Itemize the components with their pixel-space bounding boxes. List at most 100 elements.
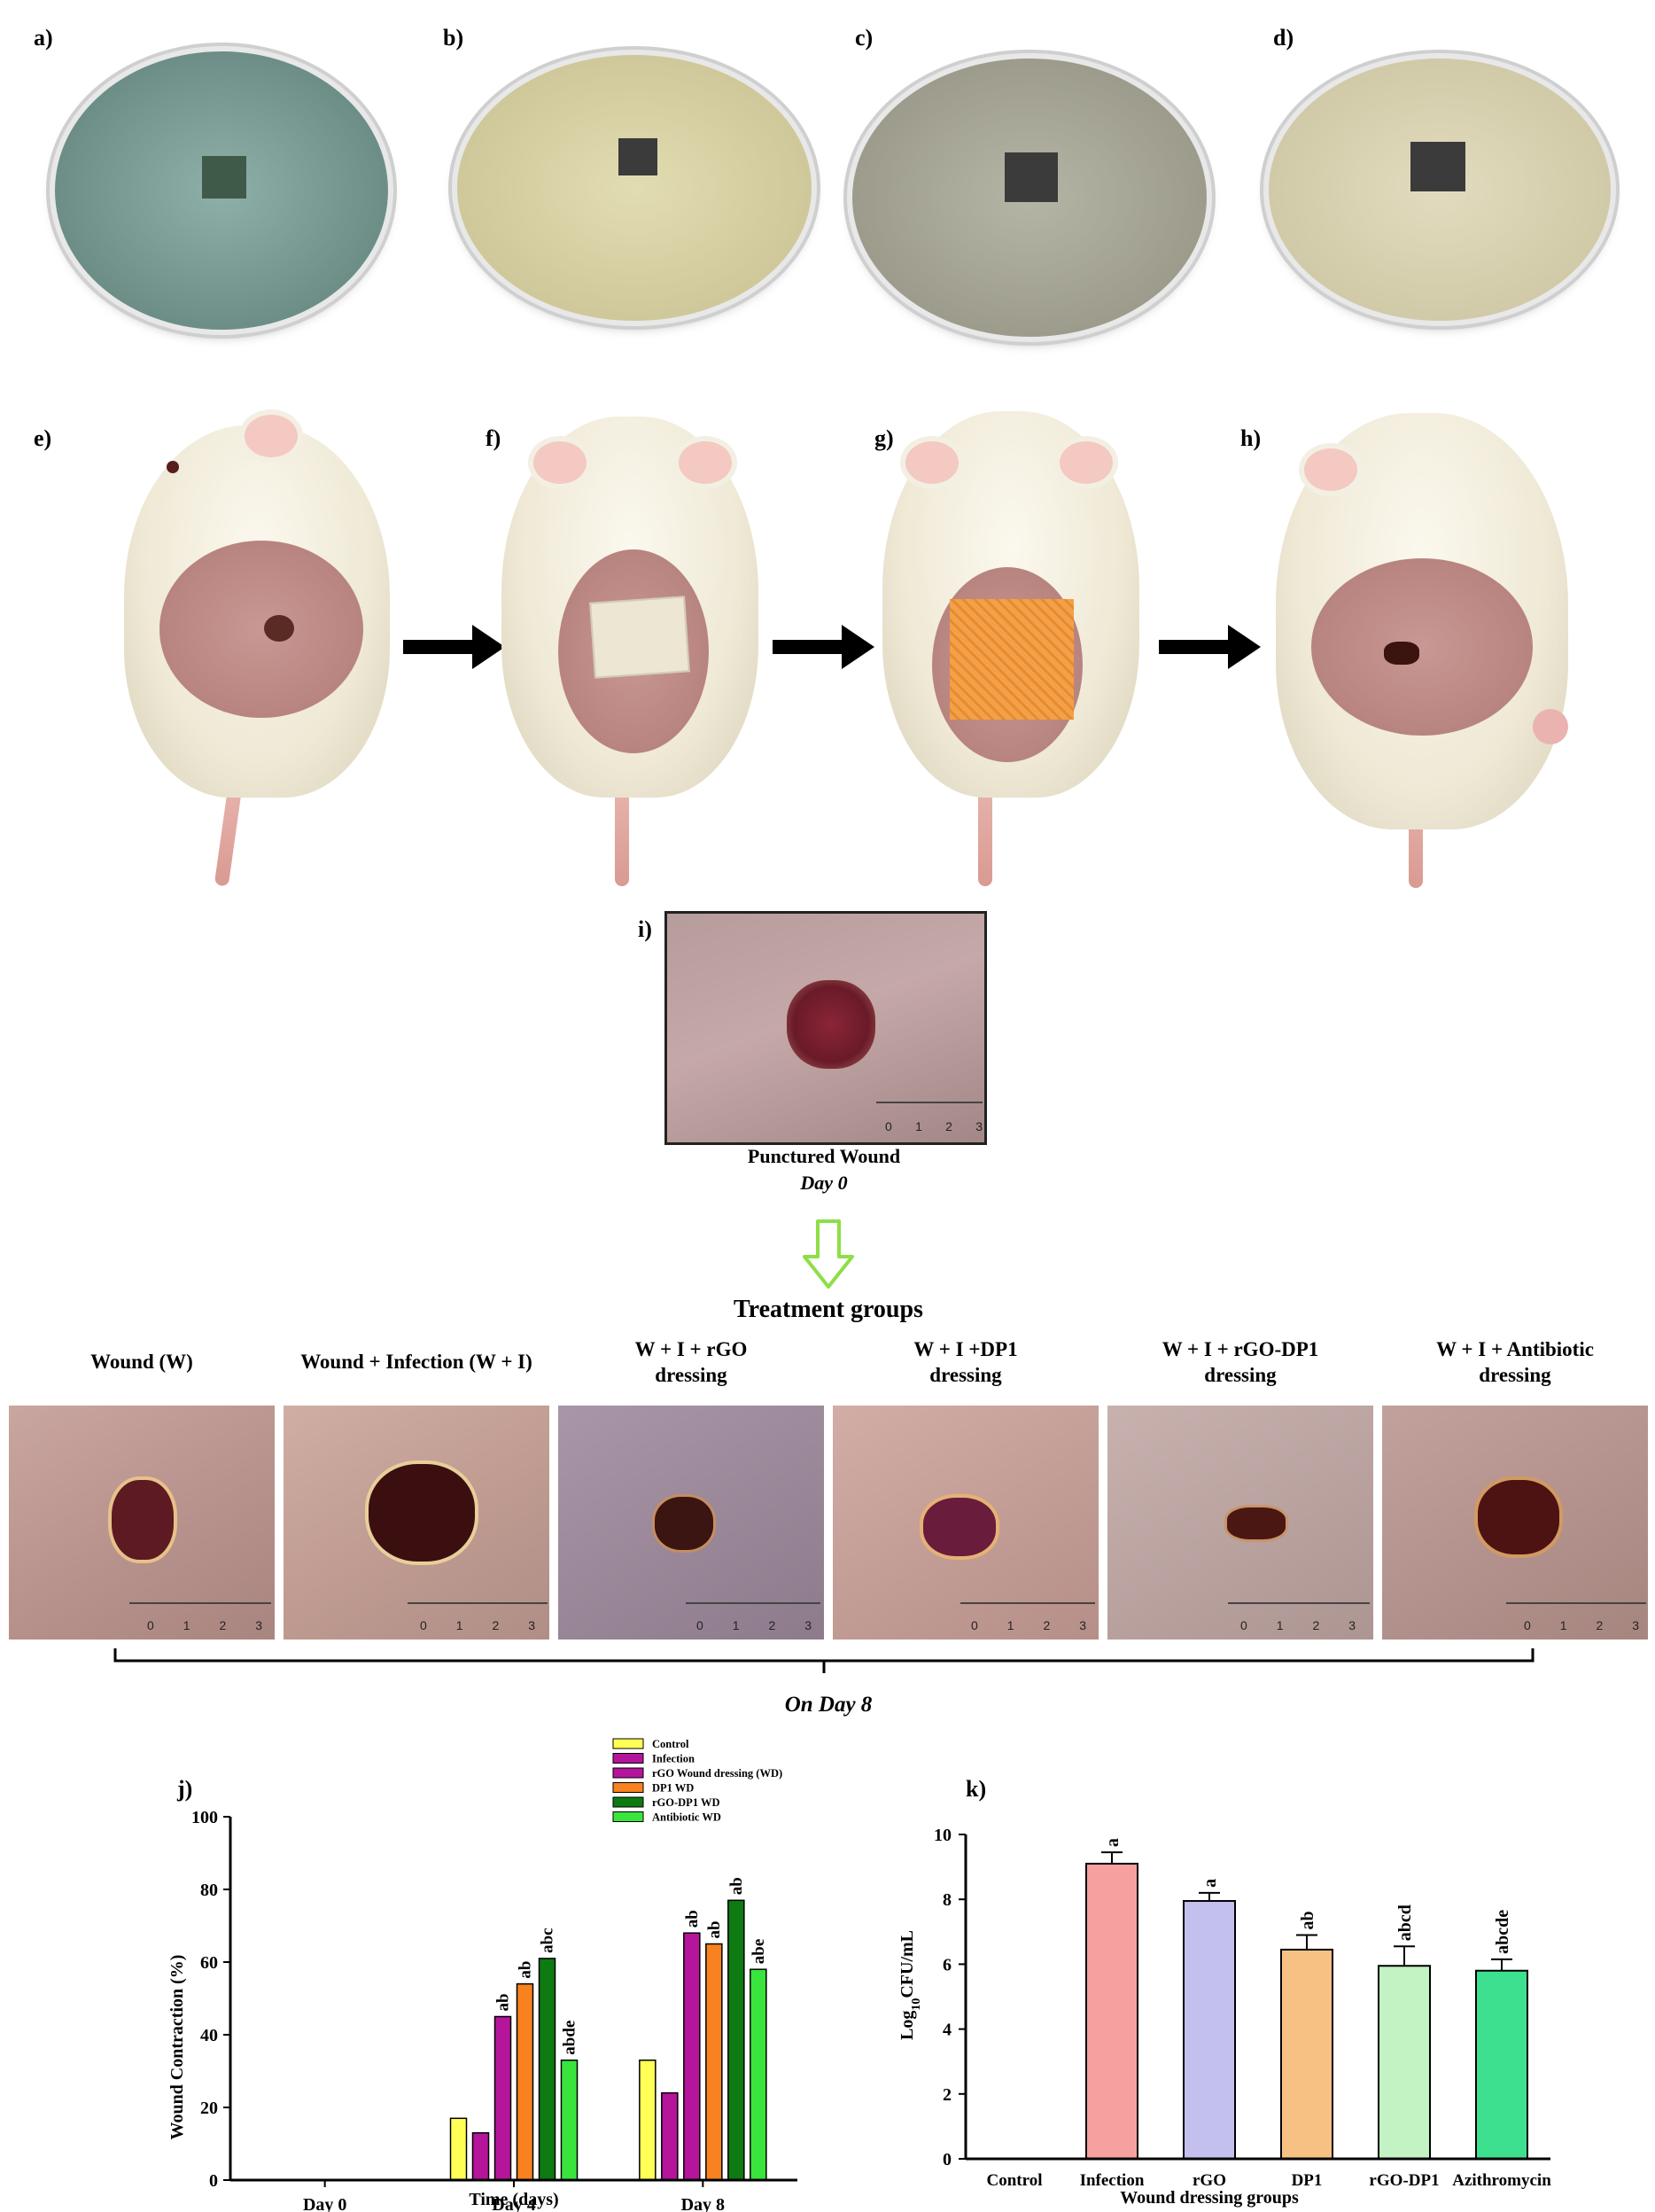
j-x-tick-label: Day 4 xyxy=(492,2195,535,2212)
down-arrow-icon xyxy=(803,1219,854,1289)
panel-label-i: i) xyxy=(638,916,652,942)
j-bar xyxy=(750,1968,767,2181)
j-y-tick-label: 80 xyxy=(200,1881,218,1900)
k-y-tick-label: 2 xyxy=(943,2085,952,2105)
j-legend-swatch xyxy=(612,1753,644,1764)
k-x-tick-label: rGO xyxy=(1193,2171,1226,2190)
j-significance-label: ab xyxy=(705,1920,724,1938)
j-y-tick-label: 60 xyxy=(200,1953,218,1973)
panel-label-a: a) xyxy=(34,25,53,51)
petri-dish-b xyxy=(457,55,812,321)
j-significance-label: abc xyxy=(539,1928,557,1953)
j-y-tick-label: 20 xyxy=(200,2099,218,2118)
k-significance-label: a xyxy=(1200,1879,1220,1888)
j-legend-swatch xyxy=(612,1796,644,1808)
j-legend-swatch xyxy=(612,1767,644,1779)
j-x-axis-label: Time (days) xyxy=(469,2190,558,2209)
j-x-tick-label: Day 8 xyxy=(681,2195,725,2212)
j-x-tick-label: Day 0 xyxy=(303,2195,346,2212)
orange-dressing-patch xyxy=(950,599,1074,720)
j-bar xyxy=(471,2131,490,2181)
j-significance-label: ab xyxy=(494,1993,513,2011)
j-bar xyxy=(449,2117,468,2181)
panel-label-d: d) xyxy=(1273,25,1294,51)
j-bar xyxy=(538,1958,556,2181)
group-title-wound-infection: Wound + Infection (W + I) xyxy=(300,1351,532,1373)
on-day-label: On Day 8 xyxy=(784,1693,873,1717)
group-title-wound: Wound (W) xyxy=(90,1351,193,1373)
panel-label-b: b) xyxy=(443,25,464,51)
k-significance-label: ab xyxy=(1298,1911,1317,1929)
treatment-groups-title: Treatment groups xyxy=(734,1296,923,1323)
right-arrow-icon xyxy=(773,625,874,669)
wound-caption: Punctured Wound xyxy=(747,1145,901,1167)
k-x-tick-label: rGO-DP1 xyxy=(1369,2171,1439,2190)
k-y-tick-label: 6 xyxy=(943,1955,952,1974)
k-y-axis-label: Log10CFU/mL xyxy=(897,1930,923,2040)
k-y-tick-label: 8 xyxy=(943,1890,952,1910)
k-x-axis-label: Wound dressing groups xyxy=(1120,2188,1299,2208)
j-bar xyxy=(639,2059,657,2181)
right-arrow-icon xyxy=(403,625,505,669)
cotton-dressing-patch xyxy=(589,596,690,679)
k-significance-label: a xyxy=(1103,1838,1123,1847)
j-legend-swatch xyxy=(612,1782,644,1793)
petri-dish-d xyxy=(1269,58,1611,321)
j-bar xyxy=(493,2015,512,2181)
j-legend-label: rGO-DP1 WD xyxy=(652,1796,720,1809)
j-significance-label: ab xyxy=(727,1877,746,1895)
k-x-tick-label: DP1 xyxy=(1292,2171,1323,2190)
j-significance-label: abde xyxy=(561,2021,579,2055)
panel-label-c: c) xyxy=(855,25,874,51)
dressing-patch xyxy=(202,156,246,199)
j-legend-label: Control xyxy=(652,1738,689,1750)
j-bar xyxy=(661,2091,679,2181)
petri-dish-a xyxy=(55,51,388,330)
k-bar xyxy=(1183,1900,1236,2160)
j-legend-swatch xyxy=(612,1811,644,1822)
j-bar xyxy=(683,1932,701,2181)
j-legend-swatch xyxy=(612,1738,644,1749)
j-significance-label: ab xyxy=(683,1910,702,1928)
k-bar xyxy=(1475,1969,1528,2160)
j-legend-label: rGO Wound dressing (WD) xyxy=(652,1767,782,1780)
k-bar xyxy=(1280,1948,1333,2160)
j-bar xyxy=(705,1943,723,2181)
j-y-axis-label: Wound Contraction (%) xyxy=(167,1955,187,2140)
inhibition-zone-patch xyxy=(618,138,657,175)
j-significance-label: ab xyxy=(517,1961,535,1979)
j-legend-label: DP1 WD xyxy=(652,1782,694,1795)
k-y-tick-label: 10 xyxy=(934,1826,952,1845)
panel-label-f: f) xyxy=(486,425,501,451)
right-arrow-icon xyxy=(1159,625,1261,669)
j-legend-label: Antibiotic WD xyxy=(652,1811,721,1824)
panel-label-g: g) xyxy=(874,425,894,451)
j-significance-label: abe xyxy=(750,1939,768,1965)
j-y-tick-label: 100 xyxy=(191,1808,218,1827)
k-y-tick-label: 4 xyxy=(943,2021,952,2040)
day-label: Day 0 xyxy=(800,1172,848,1194)
j-bar xyxy=(560,2059,579,2181)
k-significance-label: abcde xyxy=(1493,1910,1512,1954)
inhibition-zone-patch xyxy=(1005,152,1058,202)
j-y-tick-label: 0 xyxy=(209,2171,218,2191)
petri-dish-c xyxy=(852,58,1207,337)
j-legend-label: Infection xyxy=(652,1753,695,1765)
panel-label-j: j) xyxy=(177,1776,193,1802)
k-x-tick-label: Azithromycin xyxy=(1452,2171,1551,2190)
k-bar xyxy=(1085,1862,1138,2160)
